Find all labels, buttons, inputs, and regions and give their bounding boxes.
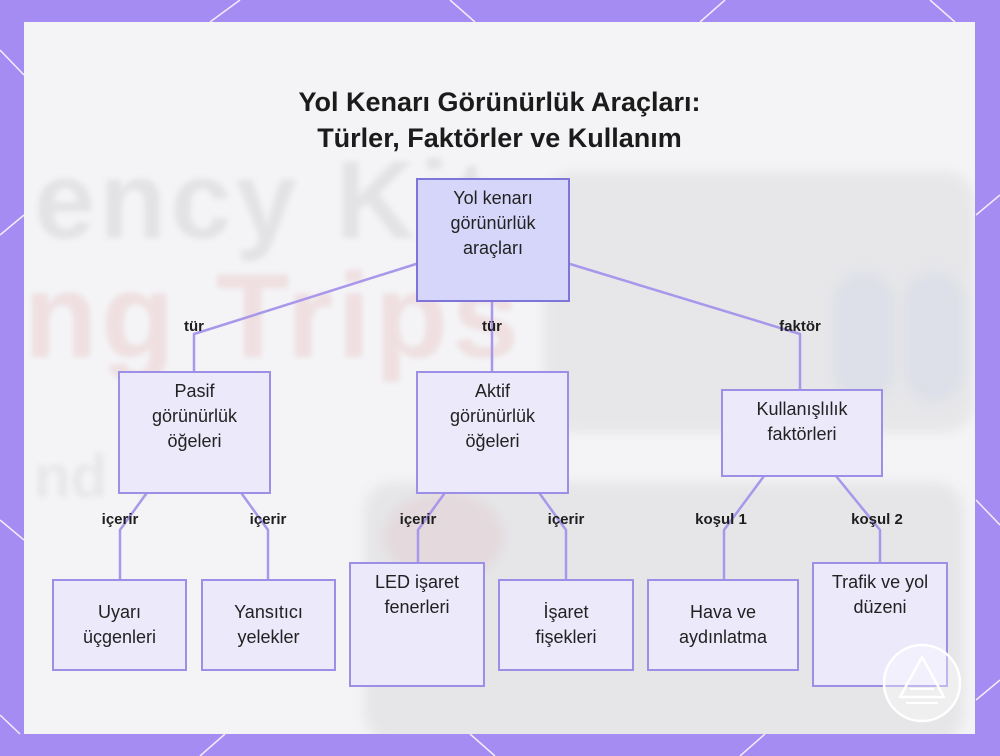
edge-label-passive-vests: içerir [250,511,287,529]
node-reflective-vests: Yansıtıcı yelekler [201,579,336,671]
node-label: Yansıtıcı yelekler [203,600,334,650]
node-usability-factors: Kullanışlılık faktörleri [721,389,883,477]
node-label: LED işaret fenerleri [351,570,483,620]
edge-label-root-active: tür [482,318,502,336]
edge-root-factors [570,264,800,390]
edge-active-flares [540,494,566,579]
edge-label-root-factors: faktör [779,318,821,336]
node-label: Trafik ve yol düzeni [814,570,946,620]
watermark-logo-icon [880,641,964,725]
node-signal-flares: İşaret fişekleri [498,579,634,671]
node-label: İşaret fişekleri [500,600,632,650]
node-label: Aktif görünürlük öğeleri [418,379,567,454]
edge-label-root-passive: tür [184,318,204,336]
node-roadside-visibility-tools: Yol kenarı görünürlük araçları [416,178,570,302]
edge-passive-triangles [120,494,146,579]
diagram-canvas: ency Kit ng Trips nd V Yol Kenarı Görünü… [24,22,975,734]
edge-label-active-led: içerir [400,511,437,529]
node-weather-lighting: Hava ve aydınlatma [647,579,799,671]
edge-label-passive-triangles: içerir [102,511,139,529]
edge-label-factors-traffic: koşul 2 [851,511,903,529]
node-label: Kullanışlılık faktörleri [723,397,881,447]
node-label: Yol kenarı görünürlük araçları [418,186,568,261]
node-label: Pasif görünürlük öğeleri [120,379,269,454]
node-led-beacons: LED işaret fenerleri [349,562,485,687]
node-warning-triangles: Uyarı üçgenleri [52,579,187,671]
edge-label-active-flares: içerir [548,511,585,529]
edge-label-factors-weather: koşul 1 [695,511,747,529]
edge-passive-vests [242,494,268,579]
node-label: Hava ve aydınlatma [649,600,797,650]
node-label: Uyarı üçgenleri [54,600,185,650]
edge-root-passive [194,264,416,372]
node-active-visibility: Aktif görünürlük öğeleri [416,371,569,494]
node-passive-visibility: Pasif görünürlük öğeleri [118,371,271,494]
